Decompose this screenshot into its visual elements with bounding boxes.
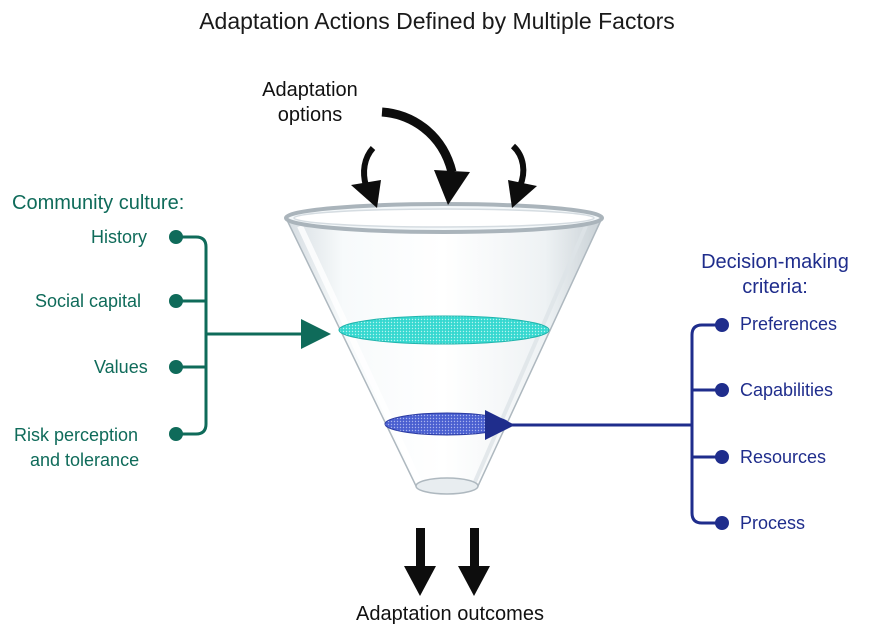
adaptation-outcomes-label: Adaptation outcomes [356,603,544,625]
decision-criteria-item-capabilities: Capabilities [740,380,834,400]
decision-making-heading-line1: Decision-making [701,251,849,273]
decision-making-heading: Decision-making criteria: [690,250,860,300]
community-culture-item-risk-perception: Risk perception [14,425,139,445]
funnel [284,202,604,495]
adaptation-options-line1: Adaptation [262,79,358,101]
community-culture-heading: Community culture: [12,192,185,214]
community-culture-item-values: Values [94,357,148,377]
diagram-title: Adaptation Actions Defined by Multiple F… [199,8,675,34]
decision-criteria-item-process: Process [740,513,806,533]
adaptation-outcomes-arrows [404,528,490,596]
decision-making-heading-line2: criteria: [742,276,808,298]
community-culture-item-and-tolerance: and tolerance [30,450,140,470]
decision-making-bracket [485,318,729,530]
decision-criteria-item-preferences: Preferences [740,314,838,334]
adaptation-options-label: Adaptation options [240,78,380,128]
decision-criteria-filter-layer [384,412,510,436]
community-culture-item-history: History [91,227,148,247]
decision-criteria-item-resources: Resources [740,447,827,467]
adaptation-options-arrows [351,107,537,208]
community-culture-bracket [169,230,331,441]
community-culture-filter-layer [338,315,550,345]
adaptation-options-line2: options [277,104,343,126]
community-culture-item-social-capital: Social capital [35,291,142,311]
